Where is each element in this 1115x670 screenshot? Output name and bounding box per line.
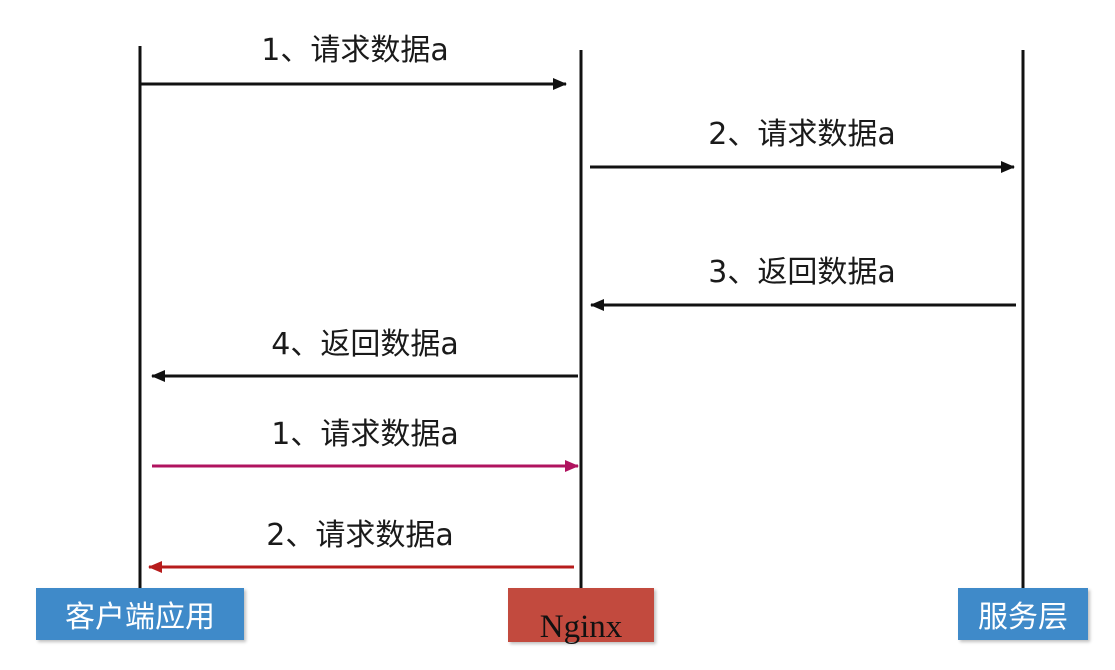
participant-nginx: Nginx: [508, 588, 654, 645]
message-6: 2、请求数据a: [148, 518, 574, 573]
message-1: 1、请求数据a: [140, 33, 567, 90]
participant-server: 服务层: [958, 588, 1088, 640]
message-label: 2、请求数据a: [266, 518, 453, 553]
message-label: 4、返回数据a: [271, 327, 458, 362]
message-label: 1、请求数据a: [261, 33, 448, 68]
message-5: 1、请求数据a: [152, 417, 579, 472]
message-label: 2、请求数据a: [708, 117, 895, 152]
participant-nginx-label: Nginx: [539, 609, 623, 645]
message-3: 3、返回数据a: [590, 255, 1016, 311]
message-4: 4、返回数据a: [151, 327, 578, 382]
message-label: 1、请求数据a: [271, 417, 458, 452]
message-2: 2、请求数据a: [590, 117, 1015, 173]
message-label: 3、返回数据a: [708, 255, 895, 290]
participant-client: 客户端应用: [36, 588, 244, 640]
